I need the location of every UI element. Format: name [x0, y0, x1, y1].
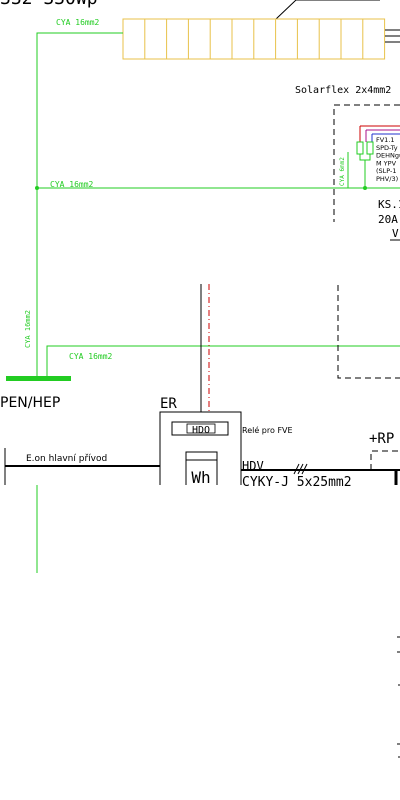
spd-element-1 — [356, 141, 364, 155]
spd-ground-link — [359, 154, 371, 161]
hdo-label: HDO — [192, 425, 210, 436]
cable-slash-1 — [293, 463, 300, 475]
solarflex-label: Solarflex 2x4mm2 — [295, 85, 391, 96]
fv-block-line: (SLP-1 — [376, 167, 397, 175]
er-label: ER — [160, 396, 177, 412]
cya-label-lower: CYA 16mm2 — [69, 352, 113, 361]
cya-label-panels: CYA 16mm2 — [56, 18, 100, 27]
spd-element-2 — [366, 141, 374, 155]
cya-label-vertical: CYA 16mm2 — [24, 310, 32, 348]
top-label: 332 330Wp — [0, 0, 98, 9]
enclosure-lower — [337, 285, 400, 379]
enclosure-upper — [333, 104, 400, 222]
eon-label: E.on hlavní přívod — [26, 454, 107, 464]
earth-line-lower — [46, 345, 400, 378]
ks-label: KS.1 — [378, 198, 400, 211]
enclosure-rp — [370, 450, 400, 470]
hdo-inner-box — [186, 423, 216, 434]
fv-block-line: DEHNgu — [376, 152, 400, 160]
fv-block-line: PHV/3) — [376, 175, 398, 183]
cya-label-small: CYA 6mm2 — [339, 157, 346, 186]
fv-spd-block — [356, 125, 400, 188]
pen-hep-label: PEN/HEP — [0, 395, 60, 411]
cable-label: CYKY-J 5x25mm2 — [242, 475, 352, 490]
cable-slash-3 — [301, 463, 308, 475]
earthing-lines — [36, 32, 400, 573]
wh-label: Wh — [191, 468, 210, 487]
rele-label: Relé pro FVE — [242, 425, 293, 435]
ks-current-label: 20A — [378, 213, 398, 226]
cable-slash-2 — [297, 463, 304, 475]
cable-slash-marks — [293, 463, 308, 475]
dashed-enclosure — [333, 104, 400, 470]
fv-block-line: FV1.1 — [376, 136, 395, 144]
earth-junction — [35, 186, 39, 190]
earth-line-panels — [36, 32, 123, 378]
earth-bar — [6, 376, 71, 381]
wh-meter-box — [185, 451, 218, 485]
er-box — [159, 411, 242, 485]
cya-label-mid: CYA 16mm2 — [50, 180, 94, 189]
fv-block-line: SPD-Ty — [376, 144, 398, 152]
top-leader-line — [275, 0, 297, 20]
fv-block-line: M YPV — [376, 159, 397, 167]
hdo-box — [171, 421, 229, 436]
ks-v-label: V — [392, 227, 399, 240]
rp-label: +RP — [369, 431, 394, 447]
pv-panel-string — [122, 18, 386, 60]
